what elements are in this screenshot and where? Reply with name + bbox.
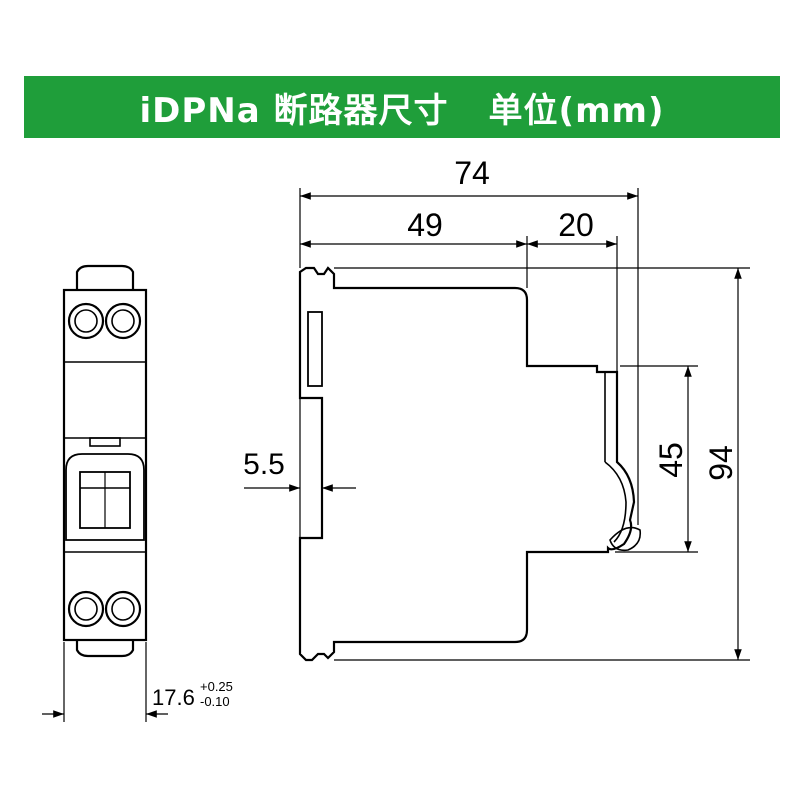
front-body-outline	[62, 288, 148, 642]
width-value: 17.6	[152, 685, 195, 710]
front-bottom-clip	[75, 640, 135, 658]
title-bar: iDPNa 断路器尺寸 单位(mm)	[24, 76, 780, 138]
title-product: iDPNa 断路器尺寸	[139, 90, 449, 131]
side-view	[298, 266, 642, 662]
front-top-clip	[75, 264, 135, 290]
front-view	[62, 264, 148, 658]
side-height-dimensions	[334, 267, 750, 661]
front-screw-bottom-left	[67, 590, 105, 628]
side-toggle	[604, 461, 627, 543]
rail-offset-value: 5.5	[243, 448, 285, 481]
front-depth-value: 20	[558, 207, 594, 243]
width-tolerance-plus: +0.25	[200, 679, 233, 694]
side-depth-dimensions	[299, 188, 639, 525]
front-height-value: 45	[653, 442, 689, 478]
side-din-slot	[307, 311, 323, 387]
side-body-outline	[298, 266, 636, 662]
width-dimension	[42, 642, 168, 722]
width-tolerance-minus: -0.10	[200, 694, 230, 709]
body-depth-value: 49	[407, 207, 443, 243]
overall-height-value: 94	[703, 445, 739, 481]
front-screw-top-left	[67, 302, 105, 340]
front-screw-bottom-right	[104, 590, 142, 628]
overall-depth-value: 74	[454, 155, 490, 191]
title-unit: 单位(mm)	[488, 90, 665, 131]
front-toggle-housing	[65, 453, 145, 541]
front-screw-top-right	[104, 302, 142, 340]
